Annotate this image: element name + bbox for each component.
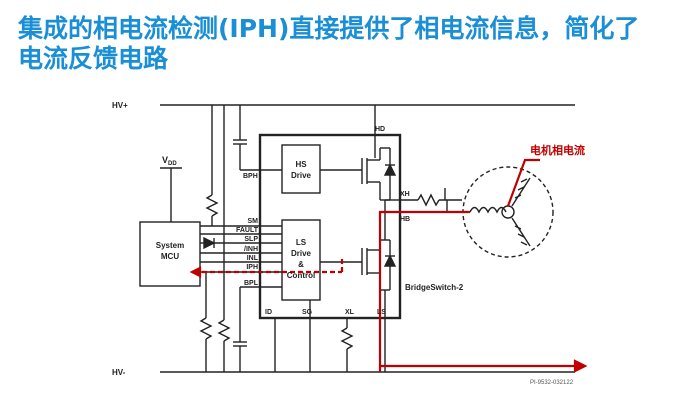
chip-name: BridgeSwitch-2 (405, 283, 464, 292)
pin-slp: SLP (244, 236, 258, 243)
hv-minus-label: HV- (112, 368, 126, 377)
motor-coil-1 (469, 206, 507, 214)
motor-coil-2 (511, 177, 531, 207)
pin-xh: XH (400, 191, 410, 198)
pin-inh: /INH (244, 246, 258, 253)
vdd-label: VDD (162, 155, 177, 167)
mcu-label-1: System (156, 241, 184, 250)
pin-hb: HB (400, 216, 410, 223)
ls-label-2: Drive (291, 249, 312, 258)
mcu-label-2: MCU (161, 252, 179, 261)
title-line-1: 集成的相电流检测(IPH)直接提供了相电流信息，简化了 (18, 14, 640, 43)
hv-plus-label: HV+ (112, 101, 128, 110)
pin-fault: FAULT (236, 227, 259, 234)
phase-current-label: 电机相电流 (530, 143, 585, 157)
pin-ls: LS (377, 309, 386, 316)
pin-hd: HD (375, 126, 385, 133)
ls-label-1: LS (296, 238, 307, 247)
phase-current-path (189, 158, 588, 373)
ls-label-4: Control (287, 271, 315, 280)
slide-title: 集成的相电流检测(IPH)直接提供了相电流信息，简化了 电流反馈电路 (18, 14, 688, 74)
system-mcu-box (139, 221, 201, 287)
pin-bpl: BPL (244, 280, 259, 287)
pin-bph: BPH (243, 173, 258, 180)
drawing-id: PI-9532-032122 (530, 380, 574, 386)
hs-label-2: Drive (291, 171, 312, 180)
pin-iph: IPH (246, 264, 258, 271)
pin-id: ID (265, 309, 272, 316)
motor-coil-3 (511, 217, 531, 247)
pin-sg: SG (302, 309, 313, 316)
pin-sm: SM (248, 218, 259, 225)
ls-drive-block (281, 219, 321, 301)
hs-label-1: HS (295, 160, 307, 169)
title-line-2: 电流反馈电路 (18, 44, 169, 73)
ls-label-3: & (298, 260, 304, 269)
pin-xl: XL (345, 309, 355, 316)
pin-inl: INL (247, 255, 259, 262)
hs-drive-block (281, 144, 321, 194)
